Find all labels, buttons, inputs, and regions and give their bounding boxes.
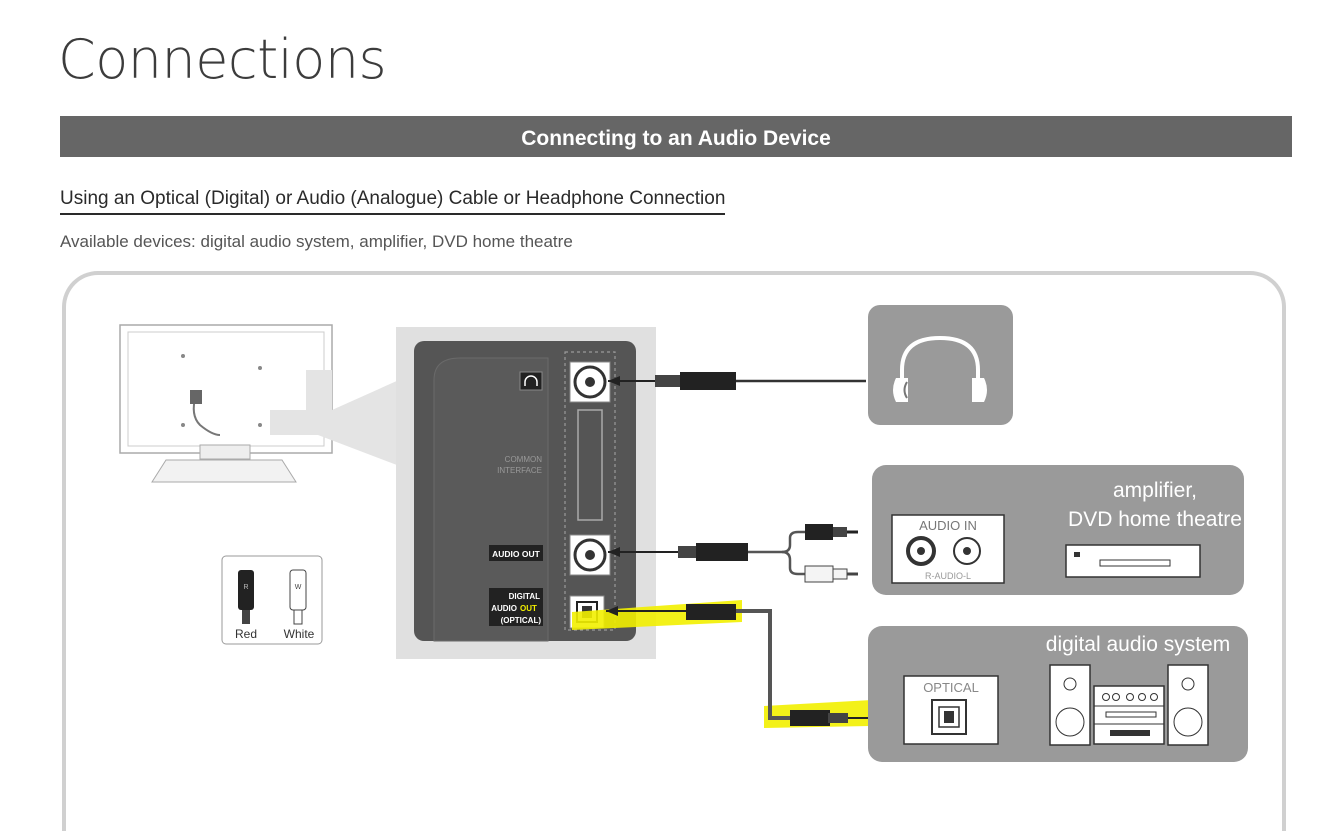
white-plug-letter: W [295,584,302,591]
headphone-port-icon [519,371,543,391]
common-interface-label: COMMON [505,455,543,464]
amplifier-box: amplifier, DVD home theatre AUDIO IN R-A… [872,465,1244,595]
red-plug-icon [238,570,254,610]
dvd-home-theatre-title: DVD home theatre [1068,508,1242,531]
subsection-heading: Using an Optical (Digital) or Audio (Ana… [60,188,726,215]
out-label: OUT [520,604,537,613]
white-label: White [284,627,315,641]
audio-out-label: AUDIO OUT [492,549,541,559]
digital-label: DIGITAL [509,592,541,601]
cables [606,372,928,726]
optical-input-label: OPTICAL [923,680,979,695]
page-title: Connections [58,28,387,91]
available-devices-text: Available devices: digital audio system,… [60,232,573,251]
audio-label: AUDIO [491,604,517,613]
tv-back-illustration [119,324,410,483]
digital-audio-system-title: digital audio system [1046,633,1230,656]
audio-channels-label: R-AUDIO-L [925,571,971,581]
hifi-system-icon [1049,664,1209,746]
digital-audio-system-box: digital audio system OPTICAL [868,626,1248,762]
headphones-icon [903,381,908,399]
optical-paren-label: (OPTICAL) [501,616,542,625]
red-plug-letter: R [243,584,248,591]
common-interface-label-2: INTERFACE [497,466,542,475]
connection-diagram: COMMON INTERFACE AUDIO OUT DIGITAL AUDIO… [119,305,1248,762]
cable-color-legend: R W Red White [221,555,323,645]
red-label: Red [235,627,257,641]
headphones-box [868,305,1013,425]
audio-in-label: AUDIO IN [919,518,977,533]
amplifier-title: amplifier, [1113,479,1197,502]
section-header-bar: Connecting to an Audio Device [60,116,1292,157]
diagram-frame [62,271,1286,831]
